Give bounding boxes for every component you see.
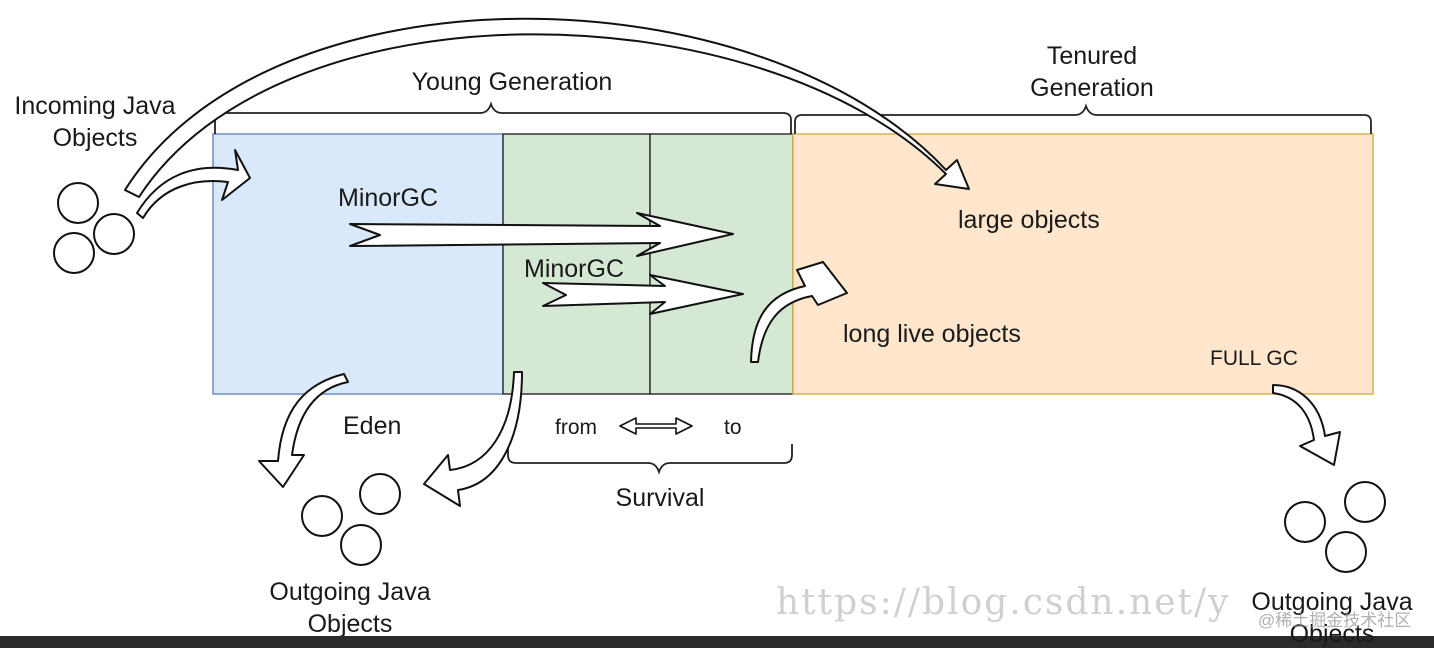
minorgc-survivor-arrow (542, 274, 744, 315)
incoming-to-eden-arrow (136, 149, 251, 219)
tenured-generation-brace (794, 103, 1372, 134)
survival-label: Survival (615, 484, 705, 512)
from-label: from (555, 416, 597, 439)
survival-brace (507, 444, 793, 475)
outgoing-middle-line-1: Outgoing Java (269, 578, 431, 606)
young-generation-label: Young Generation (411, 68, 613, 96)
survivor-to-region (649, 133, 794, 395)
incoming-objects-icon (53, 182, 135, 274)
large-objects-label: large objects (958, 206, 1100, 234)
outgoing-objects-middle-icon (301, 473, 401, 566)
long-live-objects-label: long live objects (843, 320, 1021, 348)
tenured-line-2: Generation (1030, 74, 1154, 102)
incoming-line-1: Incoming Java (14, 92, 176, 120)
tenured-generation-label: Tenured Generation (1000, 40, 1184, 104)
survivor-from-region (502, 133, 651, 395)
fullgc-to-outgoing-arrow (1272, 384, 1341, 466)
eden-to-outgoing-arrow (258, 373, 349, 488)
minorgc-eden-label: MinorGC (338, 184, 439, 212)
minorgc-eden-arrow (349, 212, 734, 257)
young-generation-brace (214, 101, 792, 134)
incoming-objects-label: Incoming Java Objects (0, 90, 190, 154)
survivor-to-outgoing-arrow (423, 371, 523, 507)
outgoing-right-line-2: Objects (1289, 620, 1375, 648)
to-label: to (724, 416, 742, 439)
from-to-double-arrow (619, 417, 693, 435)
full-gc-label: FULL GC (1210, 347, 1298, 370)
eden-region (212, 133, 504, 395)
outgoing-middle-label: Outgoing Java Objects (245, 576, 455, 640)
large-object-arc-arrow (124, 17, 970, 198)
tenured-line-1: Tenured (1046, 42, 1138, 70)
outgoing-middle-line-2: Objects (307, 610, 393, 638)
minorgc-survivor-label: MinorGC (524, 255, 625, 283)
survivor-to-tenured-arrow (750, 261, 848, 363)
csdn-watermark: https://blog.csdn.net/y (776, 582, 1231, 623)
juejin-watermark: @稀土掘金技术社区 (1258, 611, 1412, 630)
bottom-strip (0, 636, 1434, 648)
eden-label: Eden (343, 412, 402, 440)
outgoing-objects-right-icon (1284, 481, 1386, 573)
outgoing-right-line-1: Outgoing Java (1251, 588, 1413, 616)
incoming-line-2: Objects (52, 124, 138, 152)
outgoing-right-label: Outgoing Java Objects (1230, 586, 1434, 650)
tenured-region (792, 133, 1374, 395)
